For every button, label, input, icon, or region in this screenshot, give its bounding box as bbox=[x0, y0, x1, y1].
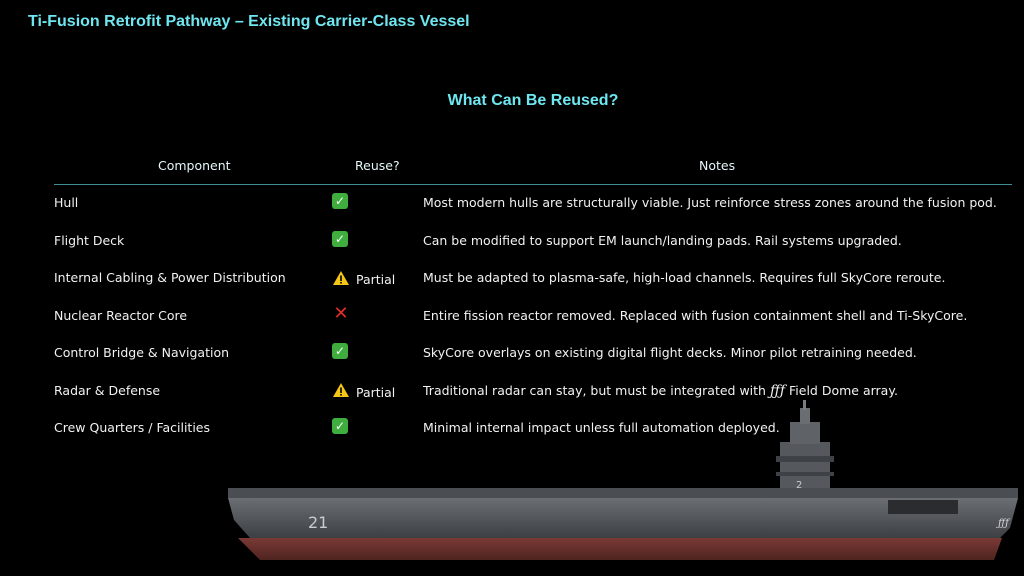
partial-label: Partial bbox=[356, 272, 396, 287]
reuse-table: Component Reuse? Notes Hull ✓ Most modern … bbox=[54, 150, 1012, 448]
reuse-status: Partial bbox=[332, 268, 395, 287]
table-row: Crew Quarters / Facilities ✓ Minimal inter… bbox=[54, 410, 1012, 448]
component-name: Hull bbox=[54, 195, 79, 210]
aircraft-carrier-illustration: 2 21 ƒƒƒ bbox=[228, 400, 1018, 560]
warning-icon bbox=[333, 270, 349, 285]
header-reuse: Reuse? bbox=[355, 158, 400, 173]
component-notes: Most modern hulls are structurally viabl… bbox=[423, 195, 997, 210]
check-icon: ✓ bbox=[332, 193, 348, 209]
ship-emblem: ƒƒƒ bbox=[996, 518, 1011, 529]
table-header: Component Reuse? Notes bbox=[54, 150, 1012, 185]
warning-icon bbox=[333, 383, 349, 397]
component-notes: Minimal internal impact unless full auto… bbox=[423, 420, 780, 435]
component-name: Flight Deck bbox=[54, 232, 125, 248]
reuse-status: ✓ bbox=[332, 230, 348, 247]
component-name: Radar & Defense bbox=[54, 382, 161, 398]
field-dome-glyph: ƒƒƒ bbox=[769, 382, 786, 399]
notes-text: Traditional radar can stay, but must be … bbox=[423, 382, 770, 398]
section-title: What Can Be Reused? bbox=[447, 92, 619, 109]
component-notes: Must be adapted to plasma-safe, high-loa… bbox=[423, 270, 946, 285]
header-notes: Notes bbox=[699, 158, 736, 173]
table-body: Hull ✓ Most modern hulls are structurally … bbox=[54, 185, 1012, 448]
check-icon: ✓ bbox=[332, 343, 348, 359]
reuse-status: Partial bbox=[332, 381, 395, 400]
svg-text:2: 2 bbox=[796, 480, 802, 491]
hull-number: 21 bbox=[308, 513, 328, 532]
page-title: Ti-Fusion Retrofit Pathway – Existing Ca… bbox=[28, 13, 470, 30]
component-name: Control Bridge & Navigation bbox=[54, 345, 230, 360]
reuse-status: ✓ bbox=[332, 343, 348, 359]
component-notes: SkyCore overlays on existing digital fli… bbox=[423, 345, 917, 360]
table-row: Radar & Defense Partial Traditional radar … bbox=[54, 373, 1012, 411]
partial-label: Partial bbox=[356, 384, 396, 400]
component-name: Crew Quarters / Facilities bbox=[54, 420, 211, 435]
table-row: Hull ✓ Most modern hulls are structurally … bbox=[54, 185, 1012, 223]
component-name: Internal Cabling & Power Distribution bbox=[54, 270, 286, 285]
component-name: Nuclear Reactor Core bbox=[54, 307, 188, 323]
header-component: Component bbox=[158, 158, 231, 173]
table-row: Flight Deck ✓ Can be modified to support E… bbox=[54, 223, 1012, 261]
component-notes: Can be modified to support EM launch/lan… bbox=[423, 232, 902, 248]
table-row: Nuclear Reactor Core ✕ Entire fission reac… bbox=[54, 298, 1012, 336]
reuse-status: ✕ bbox=[332, 303, 350, 324]
component-notes: Traditional radar can stay, but must be … bbox=[423, 383, 898, 399]
check-icon: ✓ bbox=[332, 418, 348, 434]
component-notes: Entire fission reactor removed. Replaced… bbox=[423, 307, 968, 323]
table-row: Internal Cabling & Power Distribution Par… bbox=[54, 260, 1012, 298]
table-row: Control Bridge & Navigation ✓ SkyCore over… bbox=[54, 335, 1012, 373]
reuse-status: ✓ bbox=[332, 193, 348, 209]
cross-icon: ✕ bbox=[333, 303, 349, 324]
reuse-status: ✓ bbox=[332, 418, 348, 434]
check-icon: ✓ bbox=[332, 230, 348, 247]
notes-text: Field Dome array. bbox=[785, 382, 898, 398]
